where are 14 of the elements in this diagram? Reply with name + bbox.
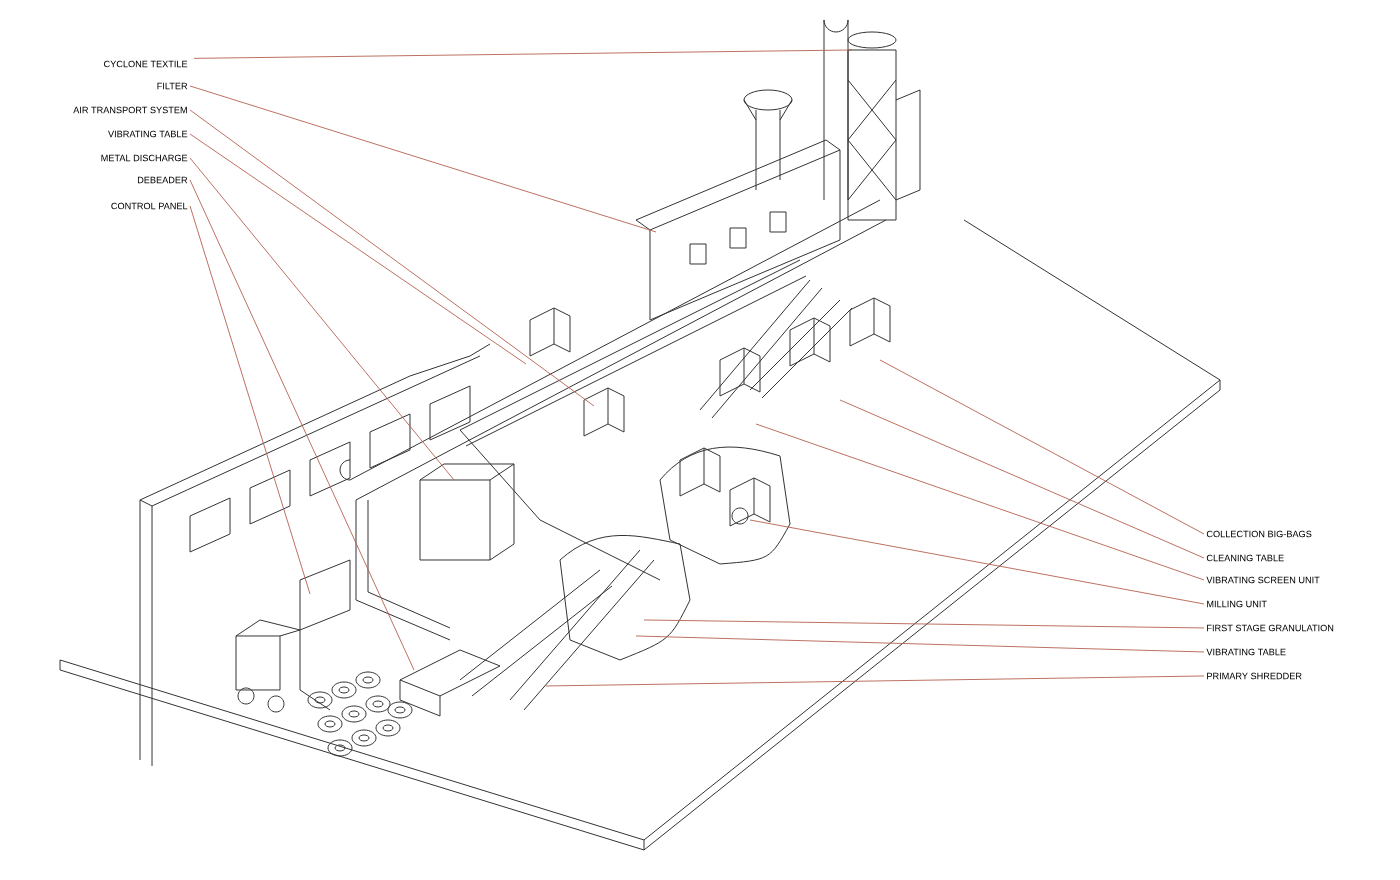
leader-line: [193, 49, 853, 59]
leader-line: [189, 179, 415, 671]
leader-line: [635, 635, 1205, 653]
leader-line: [189, 133, 527, 365]
leader-line: [189, 109, 595, 407]
leader-line: [189, 157, 455, 481]
leader-line: [643, 619, 1205, 629]
leader-line: [545, 675, 1205, 687]
leader-line: [755, 423, 1205, 581]
leader-line: [879, 359, 1205, 535]
leader-line: [189, 85, 657, 233]
leader-line: [749, 519, 1205, 605]
leader-line: [839, 399, 1205, 559]
leader-line: [189, 205, 311, 595]
